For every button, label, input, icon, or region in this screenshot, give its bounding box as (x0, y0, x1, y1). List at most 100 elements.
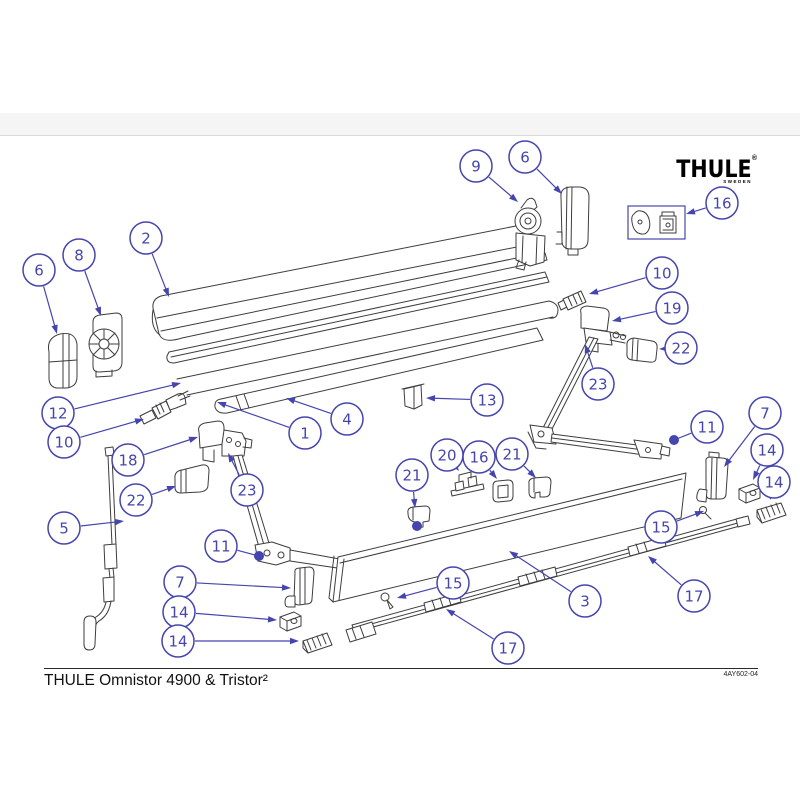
part-fabric-sheet (176, 300, 559, 396)
svg-text:16: 16 (712, 195, 731, 213)
callout-6: 6 (508, 140, 562, 194)
callout-2: 2 (129, 221, 169, 297)
marker-dot (412, 521, 422, 531)
callout-14: 14 (161, 624, 299, 658)
svg-text:17: 17 (684, 588, 703, 606)
part-clip-16 (492, 479, 514, 503)
svg-text:6: 6 (520, 149, 530, 167)
part-bracket-20 (450, 471, 485, 497)
svg-text:17: 17 (498, 640, 517, 658)
callout-14: 14 (757, 465, 791, 500)
svg-text:11: 11 (211, 538, 230, 556)
svg-text:14: 14 (757, 442, 776, 460)
svg-text:21: 21 (502, 446, 521, 464)
svg-text:20: 20 (437, 447, 456, 465)
svg-text:14: 14 (169, 604, 188, 622)
part-right-nut (738, 483, 761, 504)
part-left-end-cap (48, 333, 78, 389)
part-left-splined-cap (302, 632, 333, 654)
callout-12: 12 (41, 382, 181, 430)
callout-21: 21 (495, 437, 536, 478)
part-right-end-cap (555, 186, 590, 256)
svg-text:11: 11 (697, 419, 716, 437)
part-fabric-panel (328, 472, 687, 603)
part-clip-21-left (407, 505, 431, 529)
brand-name: THULE (676, 155, 752, 183)
callout-13: 13 (426, 383, 504, 417)
svg-text:15: 15 (443, 575, 462, 593)
part-front-panel (166, 271, 550, 364)
part-clip-21-right (528, 476, 552, 499)
svg-text:2: 2 (141, 230, 151, 248)
svg-text:14: 14 (764, 474, 783, 492)
svg-text:23: 23 (588, 376, 607, 394)
callout-1: 1 (217, 401, 322, 450)
callout-23: 23 (228, 453, 264, 507)
part-left-gear (88, 312, 123, 378)
callout-20: 20 (430, 438, 464, 472)
part-left-foot (284, 566, 315, 608)
svg-text:12: 12 (48, 405, 67, 423)
part-right-gear (514, 197, 546, 271)
callout-16: 16 (686, 186, 739, 220)
part-left-arm (232, 454, 346, 570)
callout-10: 10 (47, 418, 144, 459)
header-bar (0, 113, 800, 136)
callout-5: 5 (47, 511, 124, 545)
callout-15: 15 (644, 510, 704, 544)
svg-text:10: 10 (652, 265, 671, 283)
svg-text:22: 22 (126, 492, 145, 510)
brand-subtitle: SWEDEN (723, 179, 752, 184)
part-roller-tube (214, 327, 544, 414)
callout-11: 11 (204, 529, 264, 563)
part-right-foot (696, 451, 729, 503)
callout-8: 8 (62, 238, 101, 316)
callout-17: 17 (446, 609, 525, 665)
svg-text:22: 22 (671, 340, 690, 358)
callout-9: 9 (459, 149, 518, 202)
part-left-arm-cover (174, 464, 210, 494)
thule-logo: THULE® SWEDEN (664, 155, 757, 184)
part-fastener-kit-box (627, 205, 686, 240)
callout-14: 14 (162, 595, 277, 629)
callout-7: 7 (724, 396, 782, 467)
callout-3: 3 (509, 551, 602, 618)
diagram-title: THULE Omnistor 4900 & Tristor² (44, 672, 268, 689)
callout-23: 23 (581, 344, 615, 401)
svg-text:15: 15 (651, 519, 670, 537)
callout-11: 11 (669, 410, 724, 445)
callout-17: 17 (648, 556, 711, 613)
svg-text:5: 5 (59, 520, 69, 538)
callout-18: 18 (111, 436, 198, 477)
callout-22: 22 (119, 483, 176, 517)
part-right-splined-cap (756, 502, 787, 524)
callout-7: 7 (163, 565, 291, 599)
part-screw-15-mid (380, 592, 394, 610)
svg-text:7: 7 (175, 574, 185, 592)
svg-text:4: 4 (342, 411, 352, 429)
part-right-spline (557, 290, 587, 311)
part-right-arm (527, 336, 671, 460)
callout-14: 14 (750, 433, 784, 480)
callout-21: 21 (395, 458, 429, 508)
svg-text:8: 8 (74, 247, 84, 265)
part-clip-13 (401, 383, 425, 410)
svg-text:10: 10 (54, 434, 73, 452)
callout-16: 16 (462, 440, 497, 479)
callout-22: 22 (659, 331, 698, 365)
svg-text:1: 1 (300, 425, 310, 443)
part-right-arm-cover (626, 337, 658, 363)
svg-text:21: 21 (402, 467, 421, 485)
callout-4: 4 (286, 397, 364, 436)
svg-text:7: 7 (760, 405, 770, 423)
part-right-shoulder (580, 305, 627, 353)
svg-text:18: 18 (118, 452, 137, 470)
svg-text:19: 19 (662, 300, 681, 318)
svg-text:16: 16 (469, 449, 488, 467)
callout-19: 19 (612, 291, 689, 325)
svg-text:6: 6 (34, 262, 44, 280)
part-left-nut (279, 611, 302, 632)
svg-text:13: 13 (477, 392, 496, 410)
